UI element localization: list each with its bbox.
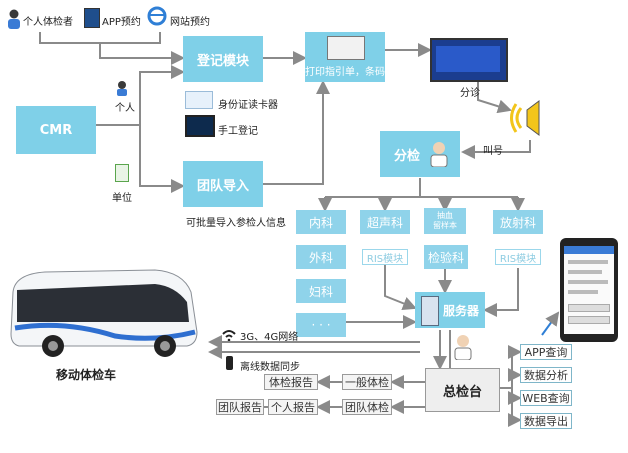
team-report-box: 团队报告	[216, 399, 264, 415]
id-card-reader-label: 身份证读卡器	[218, 100, 278, 111]
server-label: 服务器	[442, 303, 479, 318]
person-label: 个人	[115, 103, 135, 114]
call-label: 叫号	[483, 146, 503, 157]
personal-report-box: 个人报告	[268, 399, 318, 415]
speaker-icon	[509, 96, 553, 140]
phone-screen	[564, 246, 614, 334]
network-label: 3G、4G网络	[240, 332, 299, 343]
usb-drive-icon	[226, 356, 233, 370]
qr-code-icon	[84, 8, 100, 28]
function-app-query: APP查询	[520, 344, 572, 360]
dept-surgery: 外科	[296, 245, 346, 269]
browser-icon	[147, 6, 167, 26]
team-import-box: 团队导入	[183, 161, 263, 207]
general-checkup-box: 一般体检	[342, 374, 392, 390]
offline-sync-label: 离线数据同步	[240, 362, 300, 373]
function-data-analysis: 数据分析	[520, 367, 572, 383]
ris-module-2: RIS模块	[495, 249, 541, 265]
manual-register-label: 手工登记	[218, 126, 258, 137]
phone-text-line	[568, 260, 608, 264]
print-box: 打印指引单，条码	[305, 32, 385, 82]
personal-checkup-label: 个人体检者	[23, 17, 73, 28]
dept-blood-sample: 抽血 留样本	[424, 208, 466, 234]
doctor-icon	[428, 141, 450, 168]
server-icon	[421, 296, 439, 326]
phone-text-line	[568, 280, 608, 284]
monitor-icon	[185, 115, 215, 137]
ris-module-1: RIS模块	[362, 249, 408, 265]
mobile-bus-image	[5, 262, 205, 360]
phone-text-line	[568, 270, 602, 274]
function-data-export: 数据导出	[520, 413, 572, 429]
checkup-report-box: 体检报告	[264, 374, 318, 390]
web-booking-label: 网站预约	[170, 17, 210, 28]
phone-button	[568, 304, 610, 312]
dept-gynecology: 妇科	[296, 279, 346, 303]
dept-ultrasound: 超声科	[360, 210, 410, 234]
phone-button	[568, 316, 610, 324]
cmr-box: CMR	[16, 106, 96, 154]
register-module-box: 登记模块	[183, 36, 263, 82]
wifi-icon	[222, 326, 236, 342]
print-label: 打印指引单，条码	[305, 67, 385, 78]
screen-display	[436, 46, 500, 72]
mobile-bus-label: 移动体检车	[56, 368, 117, 382]
check-station-label: 分检	[394, 148, 421, 164]
dept-internal: 内科	[296, 210, 346, 234]
excel-file-icon	[115, 164, 129, 182]
operator-icon	[452, 334, 474, 361]
phone-header-bar	[564, 246, 614, 254]
function-web-query: WEB查询	[520, 390, 572, 406]
triage-label: 分诊	[460, 88, 480, 99]
mobile-phone-image	[560, 238, 618, 342]
team-checkup-box: 团队体检	[342, 399, 392, 415]
batch-import-note: 可批量导入参检人信息	[186, 218, 286, 229]
person-small-icon	[115, 80, 129, 96]
app-booking-label: APP预约	[102, 17, 141, 28]
person-icon	[6, 8, 22, 30]
triage-screen	[430, 38, 508, 82]
phone-text-line	[568, 290, 598, 294]
check-station-box: 分检	[380, 131, 460, 177]
dept-lab: 检验科	[424, 245, 468, 269]
main-desk-box: 总检台	[425, 368, 500, 412]
dept-more: · · ·	[296, 313, 346, 337]
id-card-icon	[185, 91, 213, 109]
printer-icon	[327, 36, 365, 60]
server-box: 服务器	[415, 292, 485, 328]
dept-radiology: 放射科	[493, 210, 543, 234]
unit-label: 单位	[112, 193, 132, 204]
